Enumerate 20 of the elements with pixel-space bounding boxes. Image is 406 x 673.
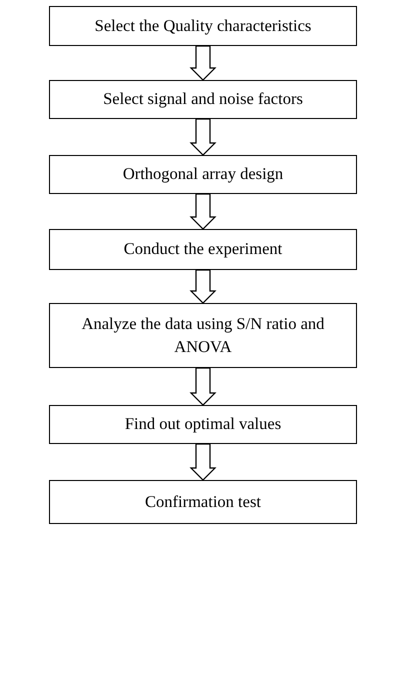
- step-label: Analyze the data using S/N ratio and ANOVA: [80, 313, 326, 358]
- step-label: Confirmation test: [145, 490, 261, 513]
- process-box: [49, 480, 357, 524]
- block-arrow: [190, 45, 216, 81]
- process-box: [49, 405, 357, 444]
- process-box: [49, 229, 357, 270]
- process-box: [49, 155, 357, 194]
- step-label: Orthogonal array design: [122, 163, 284, 186]
- block-arrow: [190, 443, 216, 481]
- process-box: [49, 303, 357, 368]
- step-label: Find out optimal values: [124, 413, 282, 436]
- block-arrow: [190, 118, 216, 156]
- step-label: Select signal and noise factors: [103, 88, 303, 110]
- step-label: Select the Quality characteristics: [94, 14, 312, 37]
- process-box: [49, 80, 357, 119]
- block-arrow: [190, 193, 216, 230]
- block-arrow: [190, 367, 216, 406]
- step-label: Conduct the experiment: [124, 238, 282, 260]
- process-box: [49, 6, 357, 46]
- block-arrow: [190, 269, 216, 304]
